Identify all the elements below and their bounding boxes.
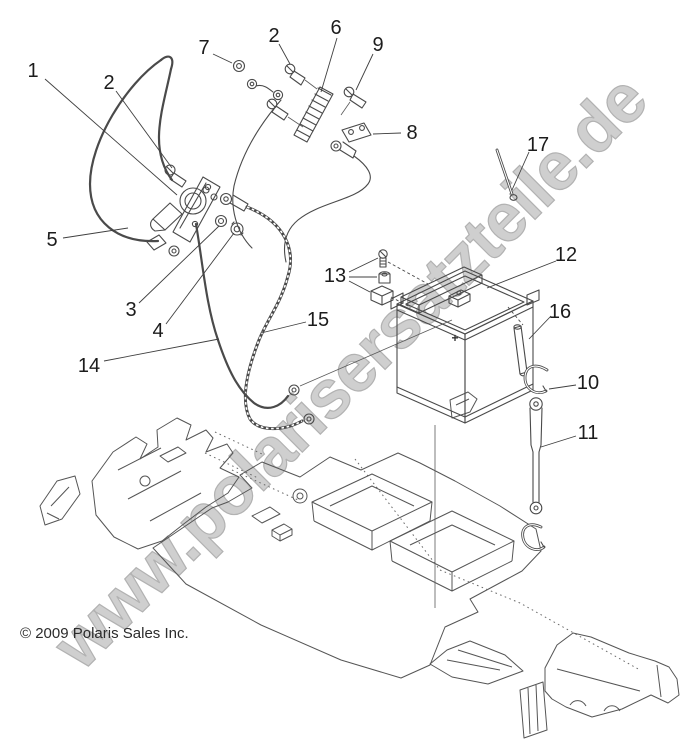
- watermark-text: www.polarisersatzteile.de: [38, 61, 661, 684]
- leader-line-12: [486, 260, 557, 289]
- leader-line-15: [260, 321, 307, 334]
- solenoid-assembly: [150, 164, 249, 243]
- strap-16: [513, 324, 528, 377]
- callout-17: 17: [527, 134, 549, 156]
- hook-10: [523, 364, 549, 395]
- leader-line-1: [44, 78, 178, 196]
- leader-line-10: [548, 384, 577, 390]
- callout-12: 12: [555, 244, 577, 266]
- leader-line-14: [103, 338, 220, 362]
- callout-13: 13: [324, 265, 346, 287]
- callout-16: 16: [549, 301, 571, 323]
- leader-line-6: [320, 37, 338, 93]
- copyright-text: © 2009 Polaris Sales Inc.: [20, 625, 189, 642]
- callout-6: 6: [330, 17, 341, 39]
- battery-plus-label: +: [451, 331, 458, 345]
- chassis-drawing: [39, 391, 680, 739]
- callout-3: 3: [125, 299, 136, 321]
- leader-line-4: [165, 232, 235, 325]
- fasteners-13: [370, 249, 394, 306]
- leader-line-2: [115, 90, 173, 169]
- leader-line-11: [540, 435, 577, 448]
- leader-line-8: [372, 132, 402, 135]
- callout-11: 11: [578, 422, 599, 444]
- callout-2: 2: [103, 72, 114, 94]
- callout-1: 1: [27, 60, 38, 82]
- callout-5: 5: [46, 229, 57, 251]
- callout-14: 14: [78, 355, 100, 377]
- callout-10: 10: [577, 372, 599, 394]
- leader-line-2: [278, 43, 291, 65]
- fuse-and-hardware-cluster: [232, 59, 372, 159]
- callout-8: 8: [406, 122, 417, 144]
- leader-line-16: [528, 315, 552, 340]
- leader-line-13: [348, 280, 371, 293]
- leader-line-17: [511, 151, 530, 191]
- callout-7: 7: [198, 37, 209, 59]
- leader-line-5: [62, 227, 129, 239]
- pin-17: [495, 148, 518, 201]
- callout-4: 4: [152, 320, 163, 342]
- leader-line-3: [138, 225, 220, 304]
- leader-line-9: [355, 53, 374, 91]
- hook-bottom: [521, 523, 546, 551]
- callout-2: 2: [268, 25, 279, 47]
- leader-line-13: [348, 257, 379, 273]
- callout-15: 15: [307, 309, 329, 331]
- rod-11: [529, 397, 543, 515]
- callout-9: 9: [372, 34, 383, 56]
- leader-line-7: [212, 53, 233, 64]
